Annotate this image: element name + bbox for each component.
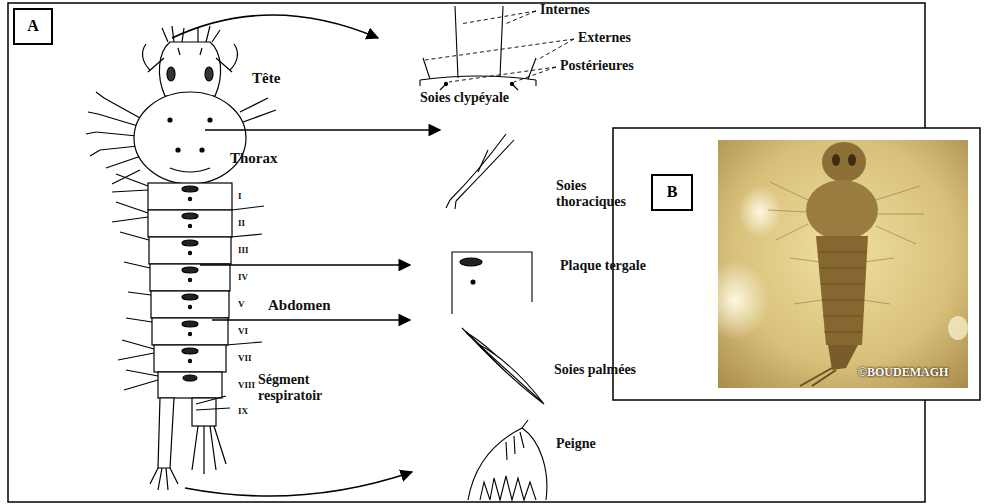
segment-number: VII	[238, 353, 252, 363]
part-label: Soies clypéyale	[420, 90, 509, 106]
pointer-arrow	[172, 15, 440, 496]
part-label: Ségment respiratoir	[258, 372, 344, 404]
panel-letter: B	[667, 183, 678, 201]
seta-type-label: Externes	[578, 30, 631, 46]
panel-letter-box: B	[651, 174, 693, 211]
segment-number: IX	[238, 406, 248, 416]
segment-number: IV	[238, 272, 248, 282]
part-label: Abdomen	[268, 297, 331, 314]
larva-drawing	[86, 26, 276, 490]
segment-number: I	[238, 191, 242, 201]
segment-number: II	[238, 218, 245, 228]
part-label: Peigne	[556, 436, 596, 452]
segment-number: V	[238, 299, 245, 309]
panel-letter-box: A	[13, 8, 53, 45]
part-label: Thorax	[230, 150, 278, 167]
thoracic-setae-drawing	[446, 134, 514, 209]
clypeal-setae-drawing	[420, 6, 536, 90]
tergal-plate-drawing	[452, 252, 532, 314]
segment-number: VI	[238, 326, 248, 336]
part-label: Soies palmées	[554, 362, 636, 378]
leader-line	[425, 11, 574, 82]
part-label: Tête	[252, 70, 280, 87]
segment-number: VIII	[238, 380, 255, 390]
part-label: Plaque tergale	[560, 258, 646, 274]
comb-drawing	[468, 420, 547, 500]
seta-type-label: Internes	[540, 2, 590, 18]
segment-number: III	[238, 245, 249, 255]
larva-photo	[701, 140, 968, 388]
panel-letter: A	[27, 17, 39, 35]
part-label: Soies thoraciques	[556, 178, 642, 210]
seta-type-label: Postérieures	[560, 58, 634, 74]
palmate-setae-drawing	[462, 328, 544, 404]
watermark: ©BOUDEMAGH	[858, 366, 948, 380]
panel-frame	[613, 128, 980, 400]
